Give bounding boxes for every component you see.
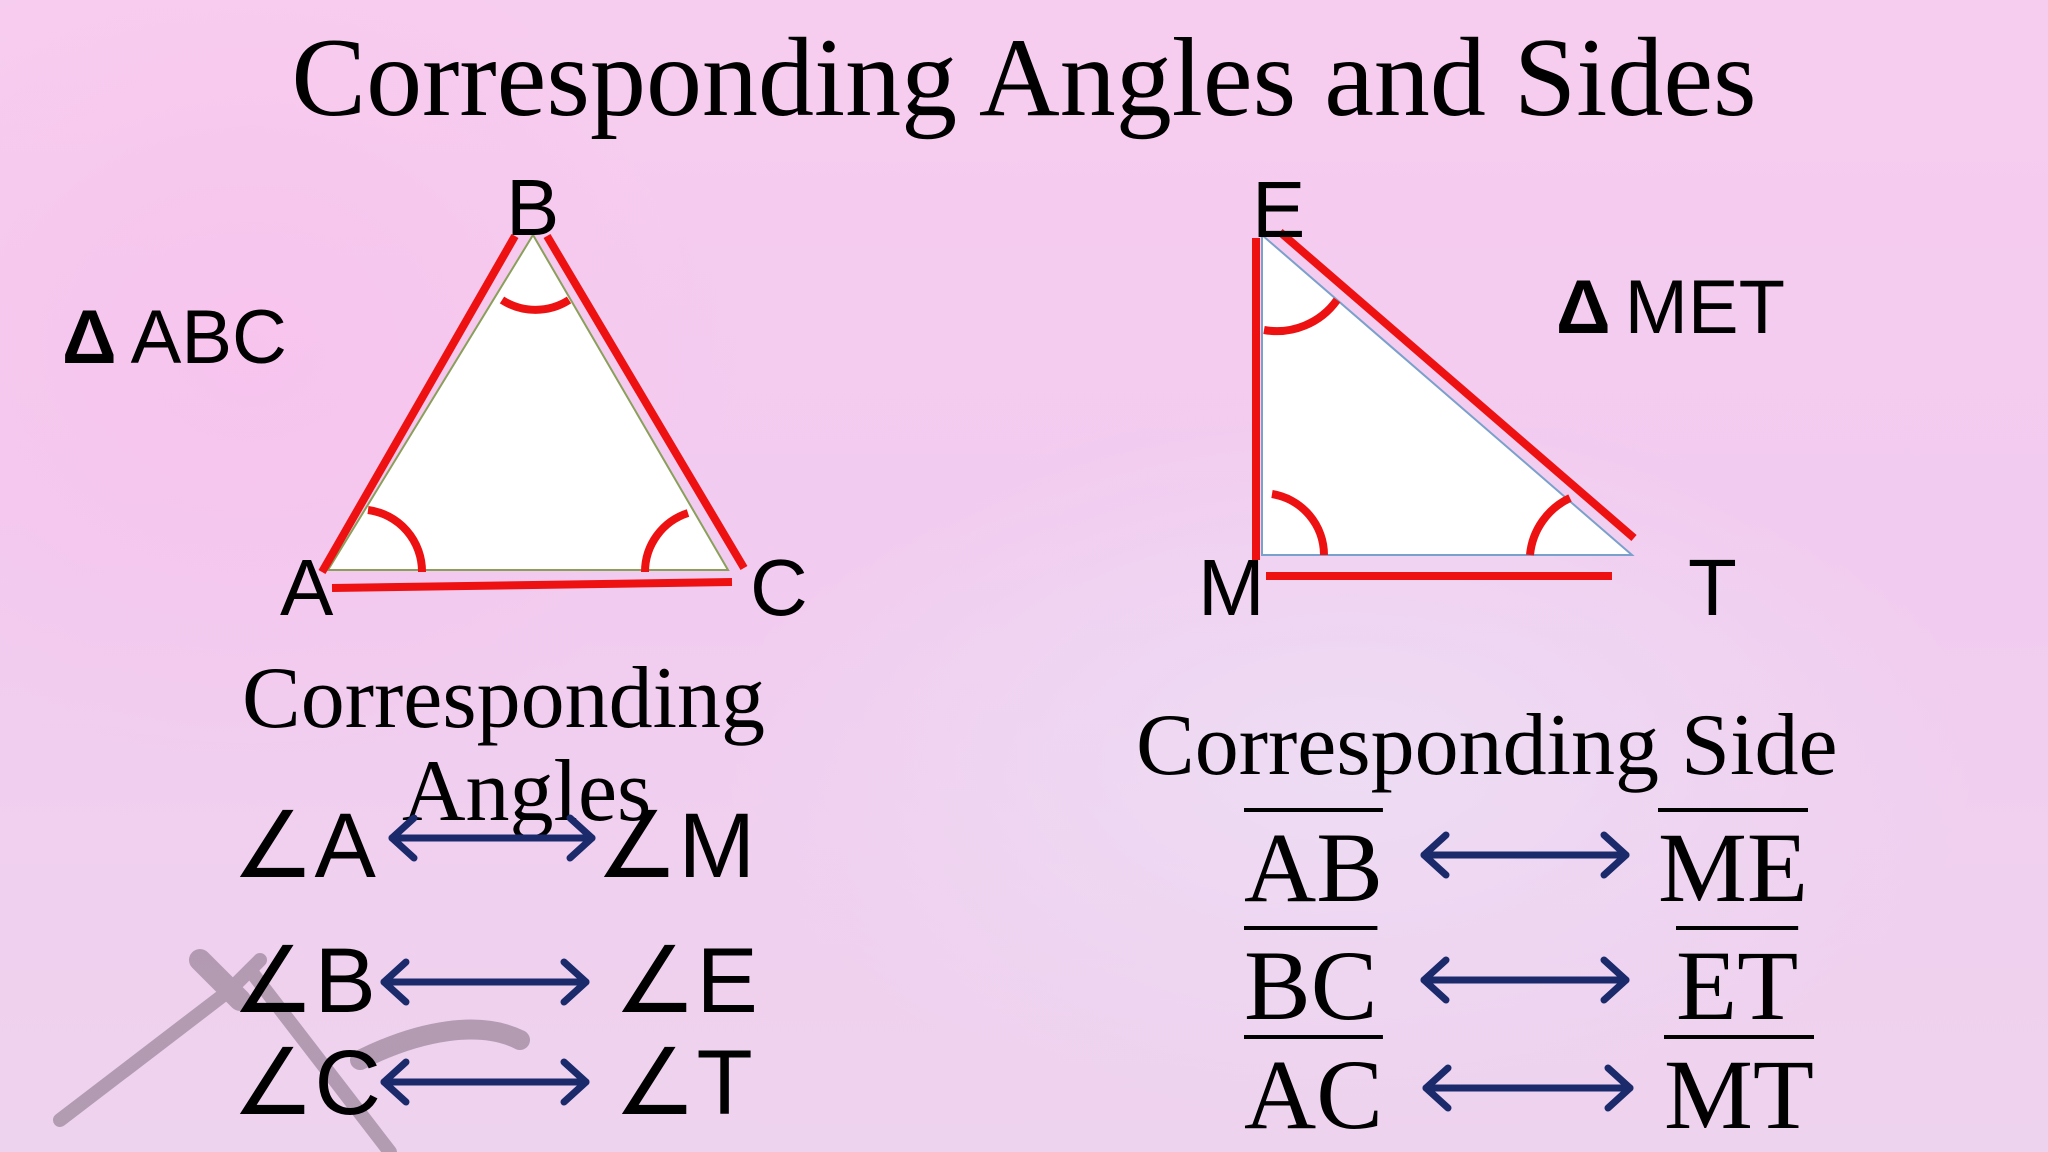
vertex-label-t: T — [1688, 543, 1737, 632]
side-bc-highlight — [543, 233, 748, 571]
vertex-label-e: E — [1252, 165, 1306, 254]
angle-pair-1-left: ∠A — [232, 795, 376, 897]
angles-heading-line2: Angles — [402, 743, 652, 840]
angle-a-mark — [367, 506, 427, 573]
vertex-label-a: A — [280, 543, 334, 632]
angles-heading-line1: Corresponding — [242, 650, 766, 747]
double-arrow-icon — [1420, 956, 1630, 1004]
angle-e-mark — [1263, 297, 1341, 336]
angle-t-mark — [1526, 494, 1572, 556]
triangle-abc — [318, 233, 748, 592]
double-arrow-icon — [380, 1058, 590, 1106]
double-arrow-icon — [388, 814, 596, 862]
angle-pair-1-right: ∠M — [596, 795, 756, 897]
double-arrow-icon — [1420, 831, 1630, 879]
angle-pair-2-left: ∠B — [232, 930, 376, 1032]
side-ac-highlight — [331, 578, 733, 592]
side-pair-1-left: AB — [1244, 812, 1383, 923]
triangle-met-shape — [1261, 232, 1635, 556]
side-pair-3-right: MT — [1664, 1039, 1814, 1150]
vertex-label-c: C — [750, 543, 808, 632]
side-pair-2-right: ET — [1676, 930, 1799, 1041]
side-pair-3-left: AC — [1244, 1039, 1383, 1150]
slide-title: Corresponding Angles and Sides — [291, 16, 1757, 140]
vertex-label-m: M — [1198, 543, 1265, 632]
vertex-label-b: B — [506, 163, 560, 252]
triangle-met — [1252, 228, 1637, 580]
double-arrow-icon — [380, 958, 590, 1006]
angle-m-mark — [1271, 490, 1328, 556]
triangle-abc-shape — [326, 233, 730, 571]
side-pair-2-left: BC — [1244, 930, 1378, 1041]
double-arrow-icon — [1422, 1064, 1634, 1112]
side-pair-1-right: ME — [1658, 812, 1808, 923]
side-ab-highlight — [318, 234, 519, 574]
angle-pair-2-right: ∠E — [614, 930, 758, 1032]
angle-pair-3-right: ∠T — [614, 1032, 753, 1134]
angle-pair-3-left: ∠C — [232, 1032, 381, 1134]
angle-b-mark — [499, 296, 572, 314]
sides-heading: Corresponding Side — [1136, 697, 1838, 794]
side-et-highlight — [1277, 228, 1637, 542]
angle-c-mark — [641, 509, 690, 573]
